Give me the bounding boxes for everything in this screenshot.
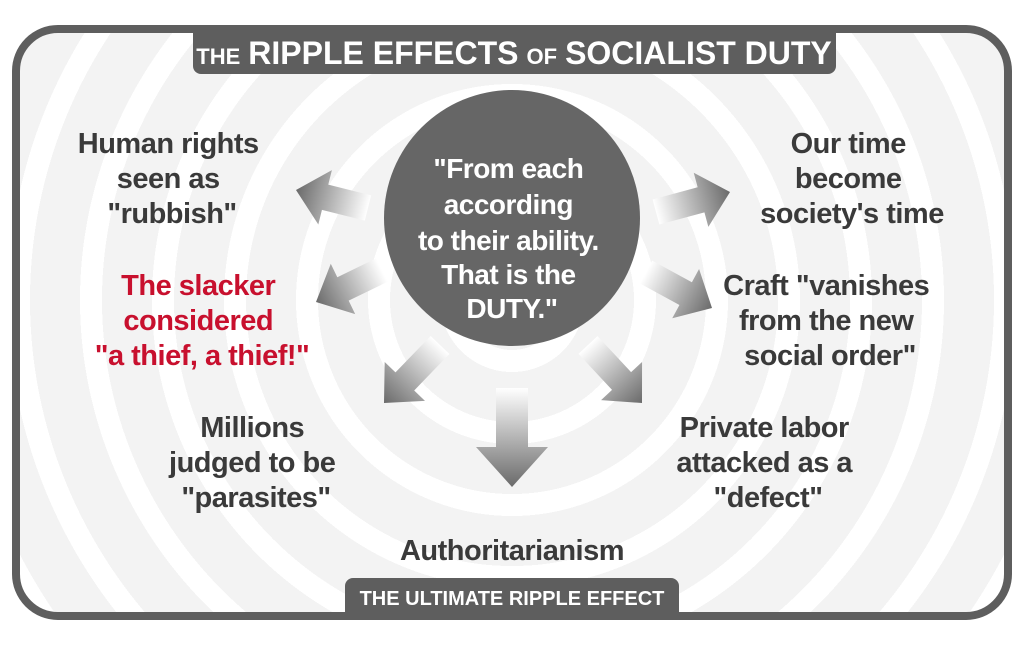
- ultimate-caption: THE ULTIMATE RIPPLE EFFECT: [360, 588, 665, 610]
- effect-millions: Millions judged to be "parasites": [168, 412, 343, 514]
- ultimate-caption-box: THE ULTIMATE RIPPLE EFFECT: [345, 578, 679, 616]
- arrow-left-icon: [316, 258, 388, 315]
- effect-human-rights: Human rights seen as "rubbish": [78, 128, 266, 230]
- arrow-right-icon: [639, 260, 713, 319]
- arrow-up-right-icon: [652, 172, 731, 227]
- effect-slacker: The slacker considered "a thief, a thief…: [95, 270, 310, 372]
- ultimate-label: Authoritarianism: [400, 535, 624, 567]
- arrow-down-left-icon: [383, 335, 450, 403]
- center-circle: [384, 90, 640, 346]
- effect-craft: Craft "vanishes from the new social orde…: [723, 270, 937, 372]
- arrow-down-icon: [476, 388, 548, 487]
- center-quote: "From each according to their ability. T…: [418, 153, 606, 324]
- effect-time: Our time become society's time: [760, 128, 944, 230]
- arrows: [295, 170, 731, 487]
- arrow-down-right-icon: [578, 336, 643, 404]
- arrow-up-left-icon: [295, 170, 372, 225]
- effect-private-labor: Private labor attacked as a "defect": [676, 412, 859, 514]
